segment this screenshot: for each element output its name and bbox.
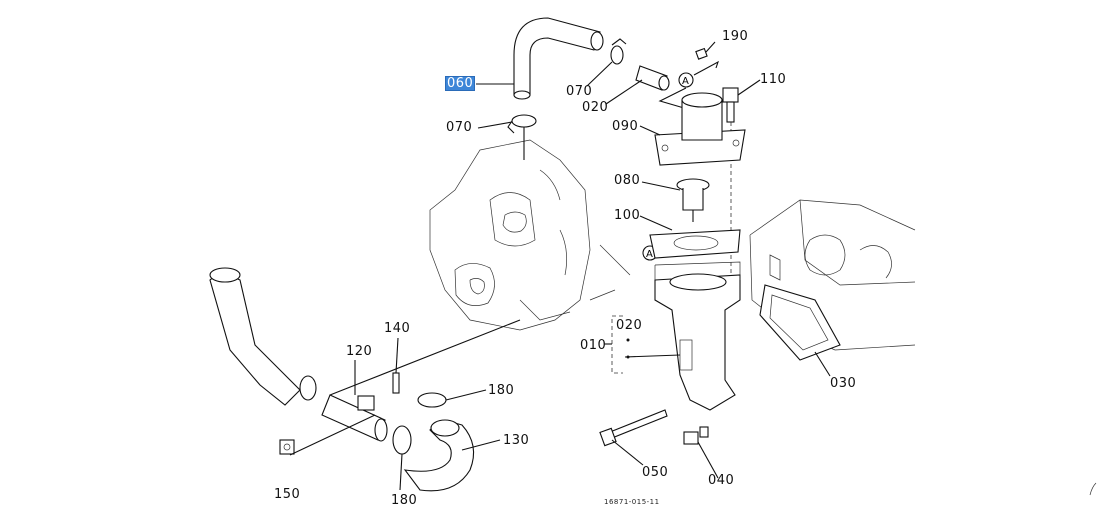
drawing-code: 16871-015-11: [604, 498, 660, 506]
upper-hose-060: [513, 17, 604, 100]
hose-clamp-180-right: [417, 392, 447, 408]
leader-lines: [289, 41, 831, 491]
part-label-130[interactable]: 130: [503, 433, 530, 448]
drain-plug-040: [683, 426, 709, 445]
part-label-070-mid[interactable]: 070: [446, 120, 473, 135]
assembly-line: [329, 319, 521, 396]
bolt-050: [599, 409, 668, 447]
part-label-120[interactable]: 120: [346, 344, 373, 359]
corner-mark: [1089, 482, 1097, 496]
water-flange-090: [654, 92, 746, 166]
thermostat-housing-010: [654, 261, 741, 411]
hose-clamp-070-top: [610, 38, 627, 65]
gasket-030: [759, 284, 841, 361]
bolt-110: [722, 87, 739, 300]
part-label-020-group[interactable]: 020: [616, 318, 643, 333]
gasket-100: [649, 229, 741, 259]
pipe-020: [635, 65, 670, 91]
part-label-180-right[interactable]: 180: [488, 383, 515, 398]
part-label-150[interactable]: 150: [274, 487, 301, 502]
part-label-060[interactable]: 060: [444, 76, 476, 91]
part-label-040[interactable]: 040: [708, 473, 735, 488]
part-label-030[interactable]: 030: [830, 376, 857, 391]
lower-hose-130: [209, 267, 475, 492]
part-label-100[interactable]: 100: [614, 208, 641, 223]
hose-clamp-180-bottom: [392, 425, 412, 455]
plug-190: [695, 47, 708, 60]
group-bracket-010-020: [604, 315, 630, 374]
pipe-120: [321, 394, 388, 442]
svg-text:A: A: [682, 76, 689, 87]
part-label-020-top[interactable]: 020: [582, 100, 609, 115]
part-label-080[interactable]: 080: [614, 173, 641, 188]
hose-clamp-070-mid: [507, 114, 537, 160]
screw-140: [392, 372, 400, 394]
water-pump-housing: [429, 139, 631, 331]
part-label-010[interactable]: 010: [580, 338, 607, 353]
part-label-070-top[interactable]: 070: [566, 84, 593, 99]
part-label-190[interactable]: 190: [722, 29, 749, 44]
part-label-110[interactable]: 110: [760, 72, 787, 87]
part-label-180-bottom[interactable]: 180: [391, 493, 418, 508]
nut-150: [279, 439, 295, 455]
svg-text:A: A: [646, 249, 653, 260]
hose-clamp-180-left: [299, 375, 317, 401]
thermostat-080: [676, 178, 710, 222]
part-label-140[interactable]: 140: [384, 321, 411, 336]
part-label-090[interactable]: 090: [612, 119, 639, 134]
part-label-050[interactable]: 050: [642, 465, 669, 480]
